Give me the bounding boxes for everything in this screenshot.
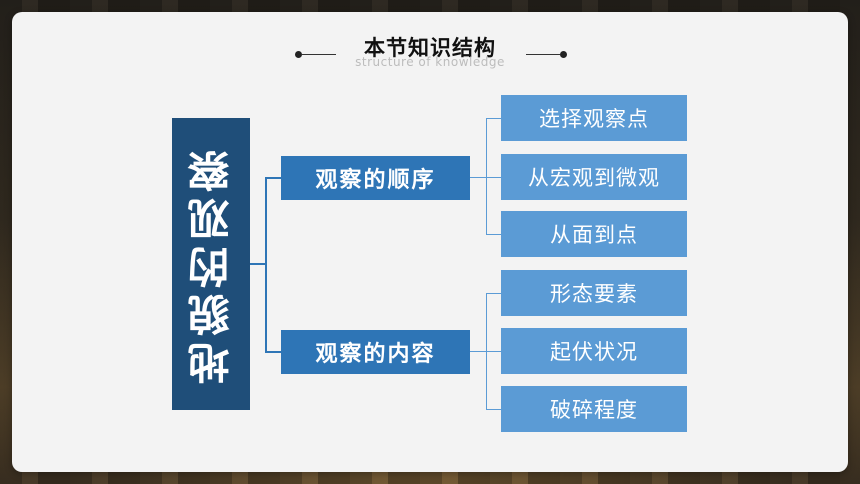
branch-1-connector [265,177,281,179]
branch-node-content: 观察的内容 [281,330,470,374]
leaf-node-label: 选择观察点 [539,107,649,131]
branch-node-order: 观察的顺序 [281,156,470,200]
leaf-2-connector [486,177,501,178]
branch-2-stub [470,351,486,352]
root-connector-stub [250,263,266,265]
title-left-line [302,54,336,55]
leaf-6-connector [486,409,501,410]
leaf-node: 形态要素 [501,270,687,316]
leaf-node-label: 形态要素 [550,282,638,306]
leaf-node-label: 起伏状况 [550,340,638,364]
branch-node-order-label: 观察的顺序 [315,168,436,193]
title-right-line [526,54,560,55]
section-subtitle: structure of knowledge [355,55,505,69]
root-node-label: 地貌的观察 [186,144,236,384]
leaf-3-connector [486,234,501,235]
title-area: 本节知识结构 structure of knowledge [0,30,860,74]
root-node: 地貌的观察 [172,118,250,410]
root-connector-vertical [265,177,267,353]
leaf-node: 从面到点 [501,211,687,257]
leaf-node: 从宏观到微观 [501,154,687,200]
leaf-node-label: 从面到点 [550,223,638,247]
branch-node-content-label: 观察的内容 [315,342,436,367]
content-card [12,12,848,472]
branch-1-stub [470,177,486,178]
leaf-5-connector [486,351,501,352]
section-title: 本节知识结构 [364,36,496,60]
leaf-1-connector [486,118,501,119]
leaf-node-label: 破碎程度 [550,398,638,422]
title-right-dot [560,51,567,58]
title-left-dot [295,51,302,58]
leaf-4-connector [486,293,501,294]
leaf-node-label: 从宏观到微观 [528,166,660,190]
leaf-node: 破碎程度 [501,386,687,432]
leaf-node: 起伏状况 [501,328,687,374]
branch-2-connector [265,351,281,353]
leaf-node: 选择观察点 [501,95,687,141]
branch-1-vertical [486,118,487,235]
